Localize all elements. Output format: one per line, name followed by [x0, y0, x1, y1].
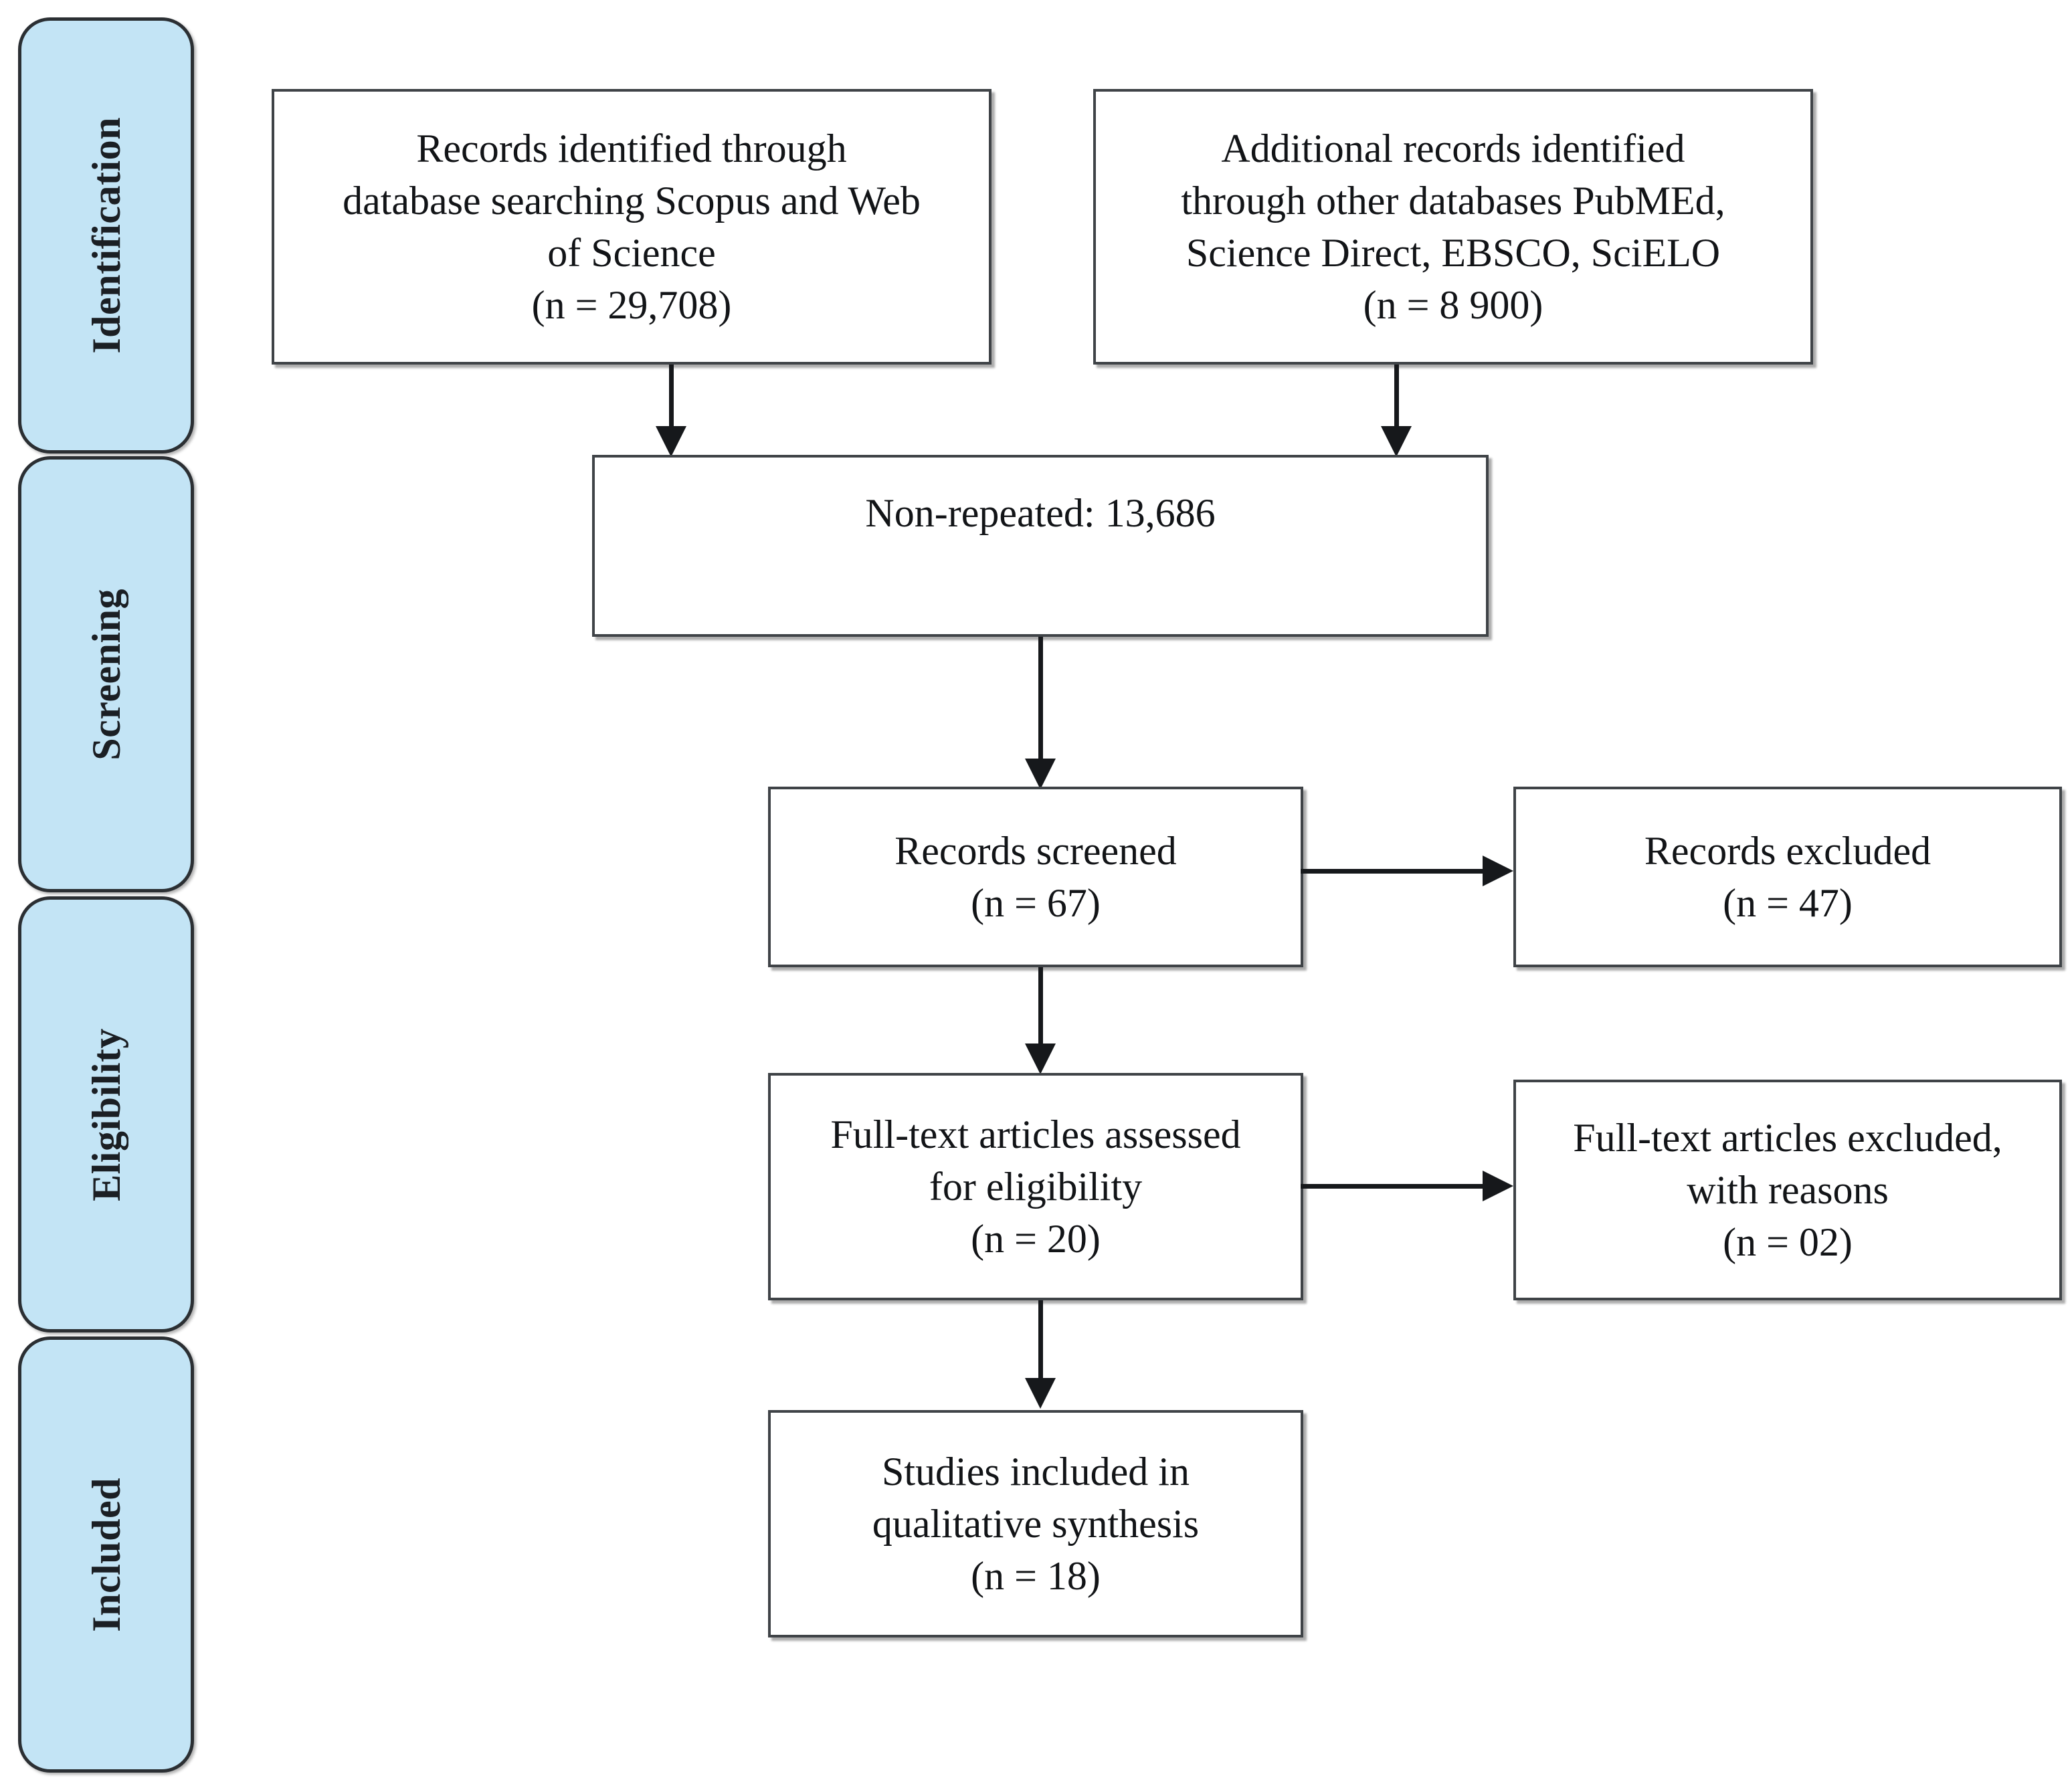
text-line: for eligibility	[929, 1165, 1143, 1209]
box-other-sources: Additional records identified through ot…	[1093, 89, 1813, 365]
text-line: Studies included in	[882, 1450, 1190, 1494]
arrow-right-screened-to-excluded	[1483, 856, 1513, 886]
box-database-search-text: Records identified through database sear…	[289, 122, 974, 331]
box-non-repeated: Non-repeated: 13,686	[592, 455, 1489, 637]
box-studies-included-text: Studies included in qualitative synthesi…	[785, 1446, 1286, 1602]
text-line: (n = 8 900)	[1363, 283, 1543, 327]
text-line: Records excluded	[1644, 829, 1932, 873]
text-line: Additional records identified	[1221, 126, 1685, 171]
text-line: (n = 47)	[1723, 881, 1853, 925]
connector-line-nonrepeated-to-screened	[1038, 637, 1043, 763]
arrow-down-screened-to-fulltext	[1025, 1043, 1056, 1074]
stage-eligibility: Eligibility	[18, 896, 194, 1332]
box-records-excluded: Records excluded (n = 47)	[1513, 787, 2062, 967]
text-line: Full-text articles assessed	[830, 1112, 1241, 1157]
text-line: database searching Scopus and Web	[343, 179, 921, 223]
text-line: qualitative synthesis	[872, 1502, 1200, 1546]
text-line: Records identified through	[416, 126, 847, 171]
text-line: with reasons	[1687, 1168, 1889, 1212]
box-fulltext-excluded-text: Full-text articles excluded, with reason…	[1531, 1112, 2045, 1268]
text-line: Science Direct, EBSCO, SciELO	[1186, 231, 1721, 275]
box-other-sources-text: Additional records identified through ot…	[1111, 122, 1796, 331]
stage-identification-label: Identification	[84, 117, 128, 354]
text-line: (n = 29,708)	[531, 283, 732, 327]
text-line: (n = 67)	[971, 881, 1101, 925]
arrow-right-fulltext-to-excluded	[1483, 1171, 1513, 1201]
arrow-down-nonrepeated-to-screened	[1025, 759, 1056, 789]
arrow-down-other-to-nonrepeated	[1381, 426, 1412, 457]
text-line: (n = 20)	[971, 1217, 1101, 1261]
box-records-screened-text: Records screened (n = 67)	[785, 825, 1286, 929]
box-fulltext-assessed-text: Full-text articles assessed for eligibil…	[785, 1108, 1286, 1265]
stage-screening: Screening	[18, 456, 194, 892]
connector-line-screened-to-fulltext	[1038, 967, 1043, 1048]
box-database-search: Records identified through database sear…	[272, 89, 992, 365]
connector-line-other-to-nonrepeated	[1394, 365, 1399, 430]
text-line: Records screened	[894, 829, 1177, 873]
box-fulltext-assessed: Full-text articles assessed for eligibil…	[768, 1073, 1303, 1300]
stage-eligibility-label: Eligibility	[84, 1027, 128, 1201]
box-studies-included: Studies included in qualitative synthesi…	[768, 1410, 1303, 1637]
box-fulltext-excluded: Full-text articles excluded, with reason…	[1513, 1080, 2062, 1300]
text-line: of Science	[547, 231, 716, 275]
arrow-down-db-to-nonrepeated	[656, 426, 686, 457]
box-records-excluded-text: Records excluded (n = 47)	[1531, 825, 2045, 929]
arrow-down-fulltext-to-included	[1025, 1378, 1056, 1409]
stage-included-label: Included	[84, 1477, 128, 1632]
text-line: (n = 18)	[971, 1554, 1101, 1598]
text-line: Non-repeated: 13,686	[865, 491, 1216, 535]
connector-line-fulltext-to-included	[1038, 1300, 1043, 1382]
connector-line-screened-to-excluded	[1301, 869, 1487, 874]
box-non-repeated-text: Non-repeated: 13,686	[609, 458, 1471, 539]
connector-line-db-to-nonrepeated	[669, 365, 674, 430]
stage-identification: Identification	[18, 17, 194, 454]
stage-included: Included	[18, 1336, 194, 1773]
text-line: through other databases PubMEd,	[1181, 179, 1725, 223]
connector-line-fulltext-to-excluded	[1301, 1184, 1487, 1189]
stage-screening-label: Screening	[84, 588, 128, 761]
box-records-screened: Records screened (n = 67)	[768, 787, 1303, 967]
text-line: Full-text articles excluded,	[1573, 1116, 2002, 1160]
text-line: (n = 02)	[1723, 1220, 1853, 1264]
